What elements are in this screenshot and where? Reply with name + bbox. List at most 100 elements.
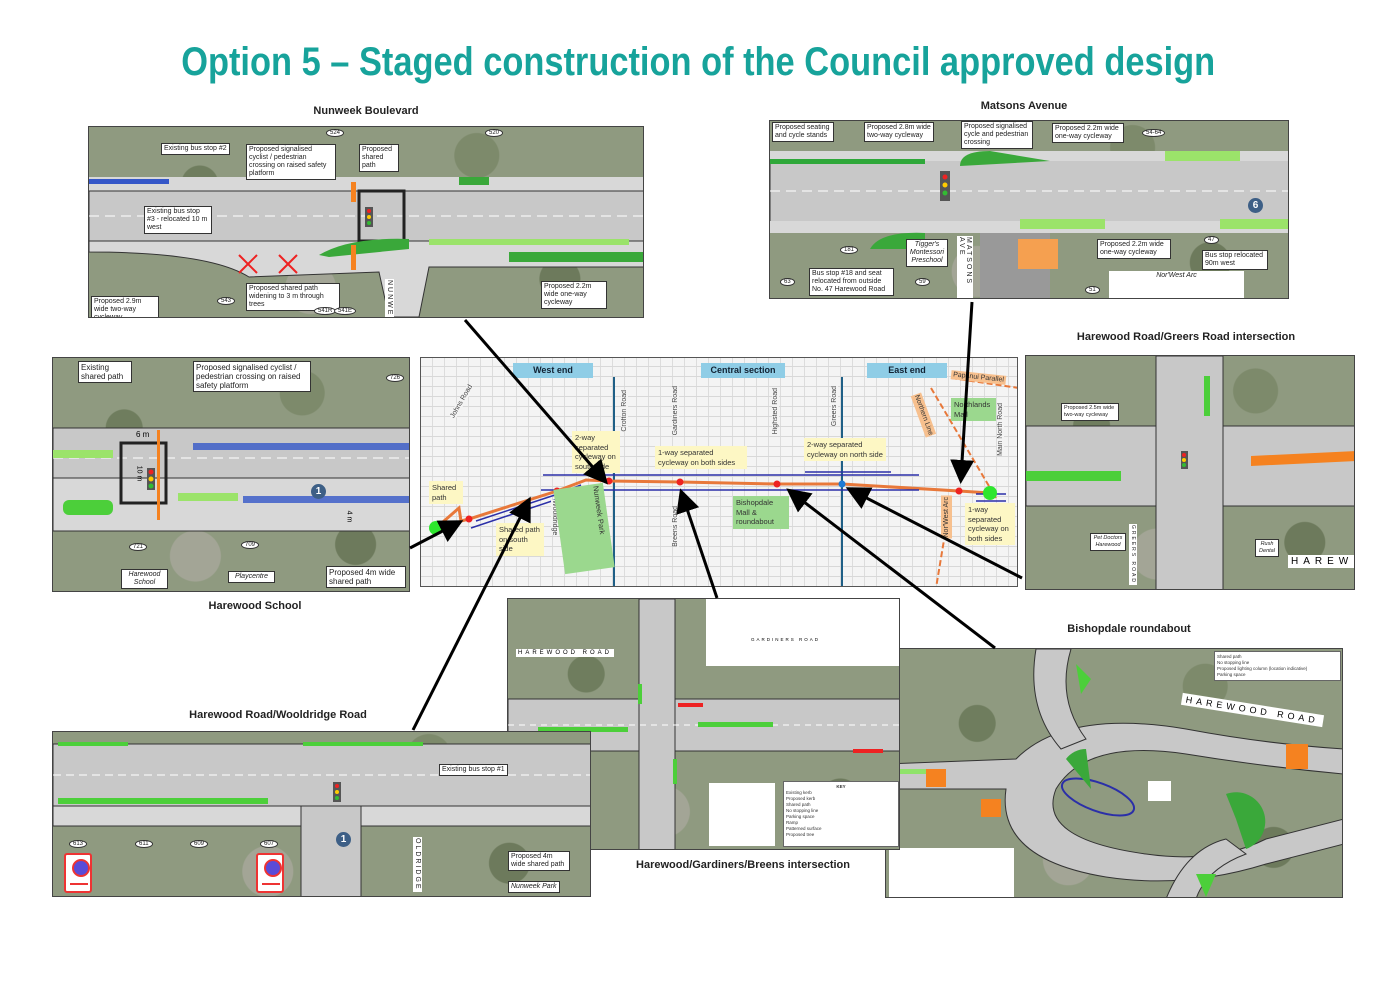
greers-title: Harewood Road/Greers Road intersection bbox=[1076, 331, 1296, 343]
house-number: 607 bbox=[260, 840, 279, 848]
label: Existing bus stop #1 bbox=[439, 764, 508, 776]
blank-box bbox=[889, 848, 1014, 897]
label: Existing bus stop #2 bbox=[161, 143, 230, 155]
marker-badge: 1 bbox=[311, 484, 326, 499]
note-label: Shared path bbox=[429, 481, 463, 504]
legend-item: No stopping line bbox=[1217, 660, 1250, 665]
key-item: Proposed kerb bbox=[786, 796, 816, 801]
house-number: 520 bbox=[485, 129, 504, 137]
place-label: Pet Doctors Harewood bbox=[1090, 533, 1126, 551]
road-label: Highsted Road bbox=[772, 388, 779, 435]
matsons-street-label: MATSONS AVE bbox=[957, 236, 973, 298]
label: Proposed signalised cyclist / pedestrian… bbox=[246, 144, 336, 180]
road-label: Crofton Road bbox=[621, 390, 628, 432]
note-label: 1-way separated cycleway on both sides bbox=[655, 446, 747, 469]
greers-street-label: GREERS ROAD bbox=[1129, 524, 1137, 585]
label: Proposed 2.2m wide one-way cycleway bbox=[541, 281, 607, 309]
no-stopping-sign-icon bbox=[256, 853, 284, 893]
house-number: 613 bbox=[69, 840, 88, 848]
roundabout-drawing bbox=[886, 649, 1342, 897]
wooldridge-title: Harewood Road/Wooldridge Road bbox=[189, 709, 367, 721]
gardiners-road-street-label: GARDINERS ROAD bbox=[749, 636, 823, 643]
road-label: Gardiners Road bbox=[672, 386, 679, 436]
house-number: 726 bbox=[386, 374, 405, 382]
house-number: 709 bbox=[241, 541, 260, 549]
gardiners-key: KEY Existing kerb Proposed kerb Shared p… bbox=[783, 781, 899, 847]
legend-item: Proposed lighting column (location indic… bbox=[1217, 666, 1308, 671]
place-label: Playcentre bbox=[228, 571, 275, 583]
place-label: Nor'West Arc bbox=[1109, 271, 1244, 298]
house-number: 721 bbox=[129, 543, 148, 551]
bishopdale-legend: Shared path No stopping line Proposed li… bbox=[1214, 651, 1341, 681]
note-label: 2-way separated cycleway on south side bbox=[572, 431, 620, 473]
matsons-title: Matsons Avenue bbox=[980, 100, 1068, 112]
orange-label: Nor'West Arc bbox=[941, 496, 952, 539]
marker-badge: 1 bbox=[336, 832, 351, 847]
label: Bus stop #18 and seat relocated from out… bbox=[809, 268, 894, 296]
house-number: 543 bbox=[217, 297, 236, 305]
label: Proposed 2.5m wide two-way cycleway bbox=[1061, 403, 1119, 421]
road-drawing bbox=[770, 151, 1288, 298]
label: Proposed 2.2m wide one-way cycleway bbox=[1052, 123, 1124, 143]
house-number: 59 bbox=[915, 278, 930, 286]
key-item: No stopping line bbox=[786, 808, 819, 813]
key-item: Proposed tree bbox=[786, 832, 815, 837]
label: Proposed 4m wide shared path bbox=[326, 566, 406, 588]
no-stopping-sign-icon bbox=[64, 853, 92, 893]
key-item: Shared path bbox=[786, 802, 811, 807]
key-heading: KEY bbox=[836, 784, 846, 789]
road-drawing bbox=[53, 427, 409, 532]
dimension-label: 6 m bbox=[136, 430, 150, 439]
house-number: 524 bbox=[326, 129, 345, 137]
note-label: Shared path on south side bbox=[496, 523, 544, 556]
label: Existing shared path bbox=[78, 361, 132, 383]
dimension-label: 4 m bbox=[345, 510, 353, 523]
dimension-label: 10 m bbox=[135, 465, 143, 482]
green-label: Northlands Mall bbox=[951, 398, 996, 421]
nunweek-title: Nunweek Boulevard bbox=[313, 105, 419, 117]
label: Proposed shared path bbox=[359, 144, 399, 172]
wooldridge-panel: Existing bus stop #1 Proposed 4m wide sh… bbox=[52, 731, 591, 897]
house-number: 51 bbox=[1085, 286, 1100, 294]
note-label: 1-way separated cycleway on both sides bbox=[965, 503, 1015, 545]
nunweek-street-label: NUNWEEK bbox=[385, 279, 394, 317]
nunweek-panel: Existing bus stop #2 Proposed signalised… bbox=[88, 126, 644, 318]
note-label: 2-way separated cycleway on north side bbox=[804, 438, 886, 461]
page-title: Option 5 – Staged construction of the Co… bbox=[181, 40, 1216, 84]
label: Proposed 4m wide shared path bbox=[508, 851, 570, 871]
bishopdale-roundabout-panel: Shared path No stopping line Proposed li… bbox=[885, 648, 1343, 898]
house-number: 63 bbox=[780, 278, 795, 286]
harewood-street-label: HAREW bbox=[1288, 555, 1354, 568]
key-item: Ramp bbox=[786, 820, 799, 825]
legend-item: Parking space bbox=[1217, 672, 1246, 677]
green-label: Bishopdale Mall & roundabout bbox=[733, 496, 789, 529]
intersection-drawing bbox=[1026, 356, 1354, 589]
marker-badge: 6 bbox=[1248, 198, 1263, 213]
matsons-panel: Proposed seating and cycle stands Propos… bbox=[769, 120, 1289, 299]
place-label: Nunweek Park bbox=[508, 881, 560, 893]
bishopdale-title: Bishopdale roundabout bbox=[1067, 623, 1191, 635]
house-number: 181 bbox=[840, 246, 859, 254]
harewood-school-panel: Existing shared path Proposed signalised… bbox=[52, 357, 410, 592]
house-number: 54-64 bbox=[1142, 129, 1166, 137]
section-east-end: East end bbox=[867, 363, 947, 378]
road-label: Breens Road bbox=[672, 506, 679, 547]
label: Proposed signalised cyclist / pedestrian… bbox=[193, 361, 311, 392]
gardiners-title: Harewood/Gardiners/Breens intersection bbox=[636, 859, 850, 871]
road-label: Main North Road bbox=[997, 403, 1004, 456]
harewood-road-street-label: HAREWOOD ROAD bbox=[516, 649, 615, 657]
route-overview-map: West end Central section East end Johns … bbox=[420, 357, 1018, 587]
label: Proposed 2.9m wide two-way cycleway bbox=[91, 296, 159, 317]
place-label: Harewood School bbox=[121, 569, 168, 589]
key-item: Existing kerb bbox=[786, 790, 812, 795]
road-label: Wooldridge bbox=[551, 500, 558, 536]
section-central: Central section bbox=[701, 363, 785, 378]
house-number: 541E bbox=[334, 307, 357, 315]
label: Proposed seating and cycle stands bbox=[772, 122, 834, 142]
house-number: 611 bbox=[135, 840, 153, 848]
label: Existing bus stop #3 - relocated 10 m we… bbox=[144, 206, 212, 234]
house-number: 609 bbox=[190, 840, 209, 848]
section-west-end: West end bbox=[513, 363, 593, 378]
key-item: Parking space bbox=[786, 814, 815, 819]
label: Proposed signalised cycle and pedestrian… bbox=[961, 121, 1033, 149]
